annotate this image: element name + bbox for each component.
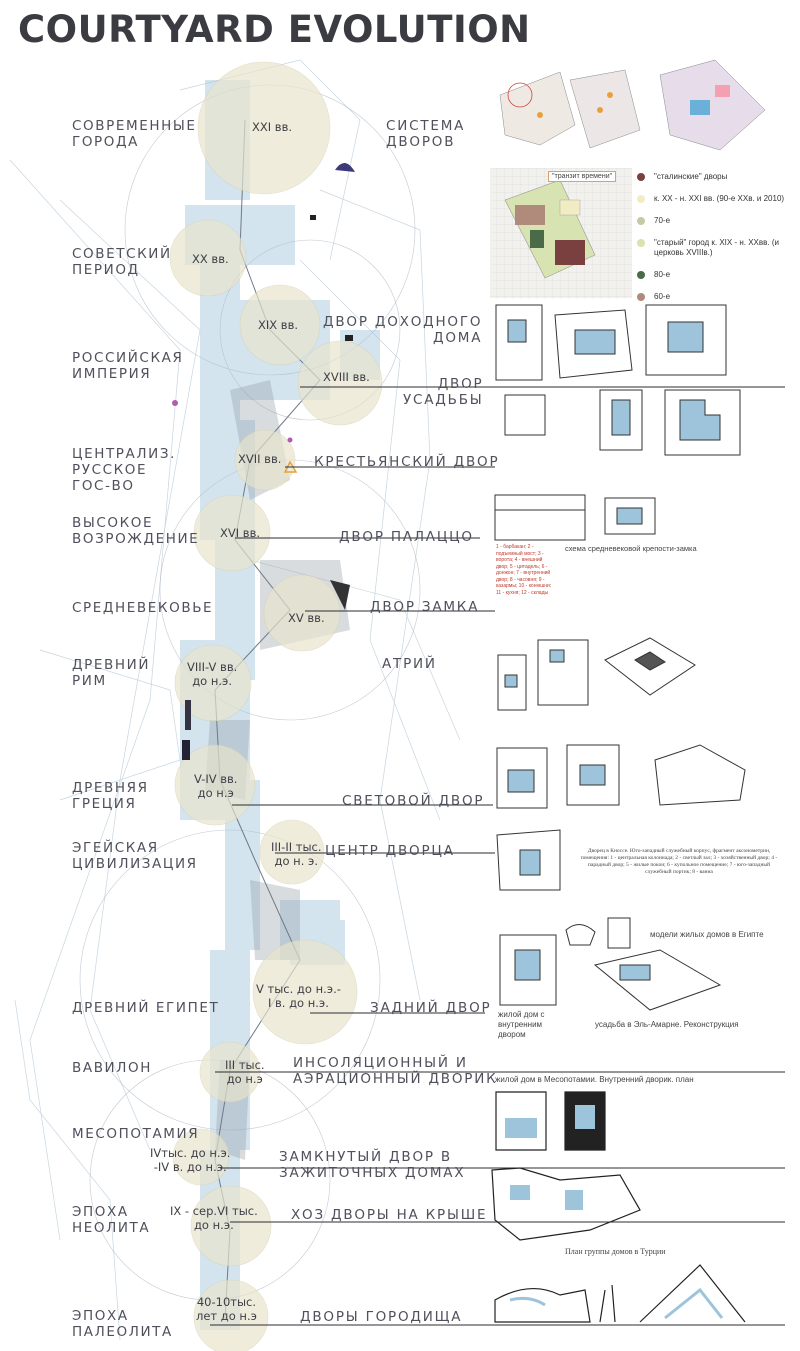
courtyard-type: крестьянский двор [314,454,500,470]
caption-mesopotamia: жилой дом в Месопотамии. Внутренний двор… [495,1075,694,1084]
legend-label: "старый" город к. XIX - н. XXвв. (и церк… [654,238,779,257]
plan-drawings [494,304,746,1011]
era-label: Древний Рим [72,657,151,689]
legend-swatch [637,271,645,279]
era-circles [169,61,383,1351]
caption-knossos: Дворец в Кноссе. Юго-западный служебный … [580,848,778,875]
legend-item: 60-е [637,292,797,302]
courtyard-type: двор усадьбы [403,376,484,408]
courtyard-type: дворы городища [300,1309,463,1325]
era-label: Вавилон [72,1060,152,1076]
courtyard-type: атрий [382,656,437,672]
legend-swatch [637,195,645,203]
era-label: Современные города [72,118,197,150]
caption-egypt-models: модели жилых домов в Египте [650,930,764,939]
leader-lines [210,386,785,1326]
courtyard-type: центр дворца [325,843,455,859]
era-label: Древний Египет [72,1000,220,1016]
era-date: V тыс. до н.э.- I в. до н.э. [256,982,341,1010]
legend-label: 60-е [654,292,671,301]
courtyard-type: система дворов [386,118,466,150]
legend-item: "старый" город к. XIX - н. XXвв. (и церк… [637,238,797,258]
era-date: V-IV вв. до н.э [194,772,238,800]
era-date: III тыс. до н.э [225,1058,265,1086]
era-date: XXI вв. [252,120,293,134]
legend-swatch [637,217,645,225]
era-label: Эпоха палеолита [72,1308,173,1340]
era-date: XIX вв. [258,318,299,332]
legend-label: 80-е [654,270,671,279]
legend-item: 80-е [637,270,797,280]
accent-marks [172,162,355,760]
era-label: Централиз. русское гос-во [72,446,176,494]
era-date: XVII вв. [238,452,282,466]
caption-castle-scheme: схема средневековой крепости-замка [565,544,697,553]
legend-label: 70-е [654,216,671,225]
era-label: Месопотамия [72,1126,200,1142]
era-label: Средневековье [72,600,214,616]
caption-amarna: усадьба в Эль-Амарне. Реконструкция [595,1020,739,1029]
era-date: 40-10тыс. лет до н.э [196,1295,257,1323]
era-date: VIII-V вв. до н.э. [187,660,238,688]
legend-swatch [637,293,645,301]
era-date: XX вв. [192,252,229,266]
era-date: XV вв. [288,611,325,625]
courtyard-type: хоз дворы на крыше [291,1207,488,1223]
courtyard-type: инсоляционный и аэрационный дворик [293,1055,498,1087]
era-label: Эгейская цивилизация [72,840,198,872]
castle-red-notes: 1 - барбакан; 2 - подъемный мост; 3 - во… [496,544,552,596]
era-date: XVIII вв. [323,370,370,384]
legend-swatch [637,239,645,247]
courtyard-type: замкнутый двор в зажиточных домах [279,1149,466,1181]
legend-item: 70-е [637,216,797,226]
legend-item: к. XX - н. XXI вв. (90-е XXв. и 2010) [637,194,797,204]
sketch-drawings [491,1091,746,1323]
poster-title: COURTYARD EVOLUTION [18,8,531,51]
era-date: III-II тыс. до н. э. [271,840,322,868]
era-date: IVтыс. до н.э. -IV в. до н.э. [150,1146,231,1174]
legend-label: "сталинские" дворы [654,172,728,181]
courtyard-type: двор палаццо [339,529,474,545]
era-label: Высокое возрождение [72,515,200,547]
era-date: IX - сер.VI тыс. до н.э. [170,1204,258,1232]
courtyard-type: двор замка [370,599,480,615]
courtyard-type: двор доходного дома [323,314,483,346]
caption-egypt-house: жилой дом с внутренним двором [498,1010,545,1039]
courtyard-type: задний двор [370,1000,492,1016]
era-label: Советский период [72,246,172,278]
map-legend: "сталинские" дворы к. XX - н. XXI вв. (9… [637,172,797,314]
era-date: XVI вв. [220,526,261,540]
caption-turkey: План группы домов в Турции [565,1247,666,1256]
city-maps [499,59,766,151]
legend-item: "сталинские" дворы [637,172,797,182]
site-plan [490,168,632,298]
era-label: Древняя Греция [72,780,149,812]
era-label: Российская империя [72,350,184,382]
legend-swatch [637,173,645,181]
era-label: Эпоха неолита [72,1204,151,1236]
legend-label: к. XX - н. XXI вв. (90-е XXв. и 2010) [654,194,785,203]
courtyard-type: световой двор [342,793,485,809]
map-badge: "транзит времени" [548,171,617,182]
